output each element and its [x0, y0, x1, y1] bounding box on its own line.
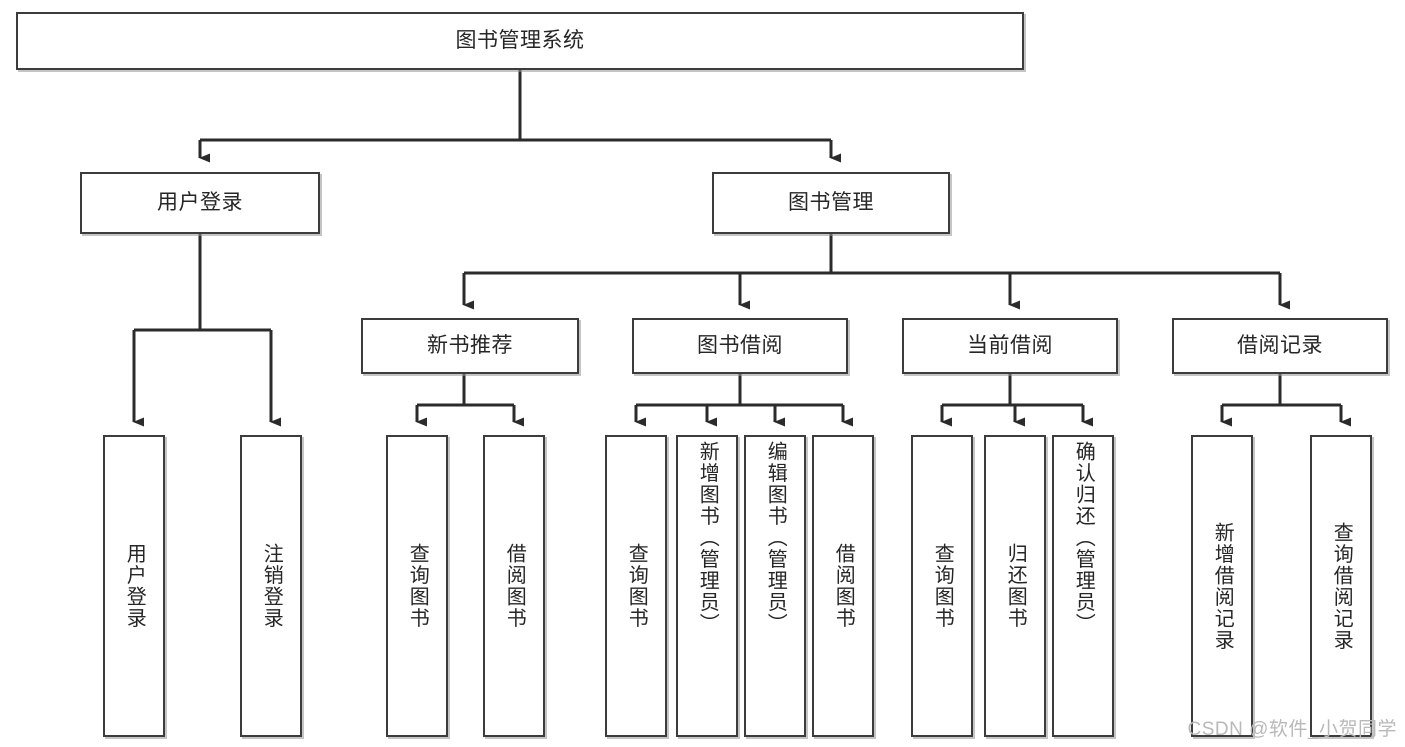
- node-leaf-user-login-label: 用户登录: [123, 543, 146, 629]
- node-leaf-confirm-return-admin-label: 确认归还（管理员）: [1072, 441, 1095, 635]
- node-leaf-borrow-book-borrow-label: 借阅图书: [832, 543, 855, 629]
- node-leaf-return-book-label: 归还图书: [1004, 543, 1027, 629]
- node-new-book-recommend[interactable]: 新书推荐: [361, 318, 579, 374]
- node-borrow-record-label: 借阅记录: [1237, 334, 1323, 358]
- node-current-borrow[interactable]: 当前借阅: [902, 318, 1118, 374]
- node-leaf-logout[interactable]: 注销登录: [240, 435, 302, 737]
- node-leaf-edit-book-admin[interactable]: 编辑图书（管理员）: [744, 435, 806, 737]
- node-leaf-query-book-rec-label: 查询图书: [406, 543, 429, 629]
- node-leaf-query-borrow-record[interactable]: 查询借阅记录: [1310, 435, 1372, 737]
- node-root-system[interactable]: 图书管理系统: [16, 12, 1024, 70]
- node-book-manage[interactable]: 图书管理: [712, 172, 950, 234]
- node-user-login[interactable]: 用户登录: [80, 172, 320, 234]
- node-leaf-query-book-borrow-label: 查询图书: [625, 543, 648, 629]
- node-book-borrow-label: 图书借阅: [697, 334, 783, 358]
- node-leaf-query-book-current-label: 查询图书: [931, 543, 954, 629]
- node-leaf-logout-label: 注销登录: [260, 543, 283, 629]
- node-leaf-add-borrow-record[interactable]: 新增借阅记录: [1191, 435, 1253, 737]
- node-leaf-user-login[interactable]: 用户登录: [103, 435, 165, 737]
- node-leaf-borrow-book-rec-label: 借阅图书: [503, 543, 526, 629]
- node-current-borrow-label: 当前借阅: [967, 334, 1053, 358]
- node-new-book-recommend-label: 新书推荐: [427, 334, 513, 358]
- csdn-watermark: CSDN @软件_小贺同学: [1187, 719, 1397, 740]
- node-leaf-query-book-current[interactable]: 查询图书: [911, 435, 973, 737]
- node-user-login-label: 用户登录: [157, 191, 243, 215]
- node-leaf-borrow-book-borrow[interactable]: 借阅图书: [812, 435, 874, 737]
- node-leaf-add-book-admin-label: 新增图书（管理员）: [696, 441, 719, 635]
- node-leaf-edit-book-admin-label: 编辑图书（管理员）: [764, 441, 787, 635]
- node-book-manage-label: 图书管理: [788, 191, 874, 215]
- node-leaf-return-book[interactable]: 归还图书: [984, 435, 1046, 737]
- node-borrow-record[interactable]: 借阅记录: [1172, 318, 1388, 374]
- node-leaf-borrow-book-rec[interactable]: 借阅图书: [483, 435, 545, 737]
- node-leaf-query-borrow-record-label: 查询借阅记录: [1330, 521, 1353, 651]
- node-book-borrow[interactable]: 图书借阅: [632, 318, 848, 374]
- node-leaf-add-borrow-record-label: 新增借阅记录: [1211, 521, 1234, 651]
- node-root-label: 图书管理系统: [455, 29, 585, 53]
- node-leaf-add-book-admin[interactable]: 新增图书（管理员）: [676, 435, 738, 737]
- node-leaf-query-book-borrow[interactable]: 查询图书: [605, 435, 667, 737]
- node-leaf-confirm-return-admin[interactable]: 确认归还（管理员）: [1052, 435, 1114, 737]
- node-leaf-query-book-rec[interactable]: 查询图书: [386, 435, 448, 737]
